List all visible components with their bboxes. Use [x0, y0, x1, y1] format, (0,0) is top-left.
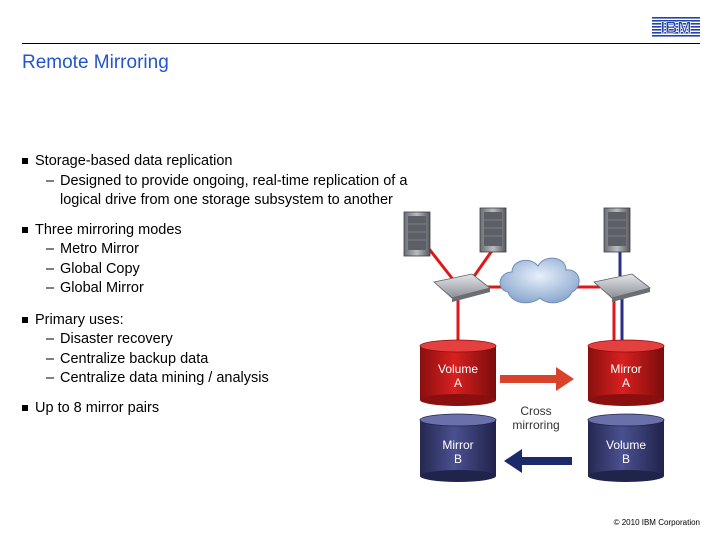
sub-bullet: –Centralize data mining / analysis: [46, 370, 269, 386]
server-icon: [479, 207, 507, 253]
sub-bullet-text: logical drive from one storage subsystem…: [60, 192, 393, 208]
bullet-item: Storage-based data replication: [20, 152, 460, 172]
switch-icon: [433, 273, 491, 302]
sub-bullet-text: Global Copy: [60, 260, 140, 277]
sub-bullet: –Global Mirror: [46, 280, 144, 296]
bullet-marker: [22, 226, 28, 233]
top-rule: [22, 43, 700, 44]
bullet-item: Three mirroring modes: [20, 221, 460, 241]
bullet-text: Up to 8 mirror pairs: [35, 399, 160, 416]
switch-icon: [593, 273, 651, 302]
server-icon: [403, 211, 431, 257]
bullet-text: Three mirroring modes: [35, 221, 182, 238]
bullet-marker: [22, 404, 28, 411]
sub-bullet-text: Designed to provide ongoing, real-time r…: [60, 172, 408, 189]
cloud-icon: [499, 257, 580, 304]
bullet-text: Storage-based data replication: [35, 153, 233, 169]
sub-bullet-text: Global Mirror: [60, 280, 144, 296]
ibm-logo-text: IBM: [660, 18, 691, 37]
bullet-item: Up to 8 mirror pairs: [20, 399, 460, 419]
mirror-a-cylinder: [587, 339, 665, 406]
sub-bullet: –Centralize backup data: [46, 350, 209, 367]
sub-bullet: –Designed to provide ongoing, real-time …: [46, 172, 408, 189]
copyright: © 2010 IBM Corporation: [613, 518, 700, 527]
sub-bullet-text: Centralize data mining / analysis: [60, 370, 269, 386]
volume-a-cylinder: [419, 339, 497, 406]
bullet-item: Primary uses:: [20, 311, 460, 331]
link-server1-switch1: [424, 244, 457, 283]
arrow-right-icon: [500, 367, 574, 391]
sub-bullet-continued: logical drive from one storage subsystem…: [20, 191, 460, 211]
sub-bullet-text: Metro Mirror: [60, 241, 139, 257]
sub-bullet: –Global Copy: [46, 260, 140, 277]
sub-bullet: –Disaster recovery: [46, 331, 173, 347]
bullet-text: Primary uses:: [35, 311, 124, 328]
sub-bullet-text: Disaster recovery: [60, 331, 173, 347]
bullet-list: Storage-based data replication –Designed…: [20, 152, 460, 418]
arrow-left-icon: [504, 449, 572, 473]
mirror-b-cylinder: [419, 413, 497, 482]
page-title: Remote Mirroring: [22, 52, 169, 73]
bullet-marker: [22, 316, 28, 323]
ibm-logo: IBM: [652, 17, 700, 37]
volume-b-cylinder: [587, 413, 665, 482]
bullet-marker: [22, 158, 28, 164]
sub-bullet: –Metro Mirror: [46, 241, 139, 257]
sub-bullet-text: Centralize backup data: [60, 350, 209, 367]
server-icon: [603, 207, 631, 253]
